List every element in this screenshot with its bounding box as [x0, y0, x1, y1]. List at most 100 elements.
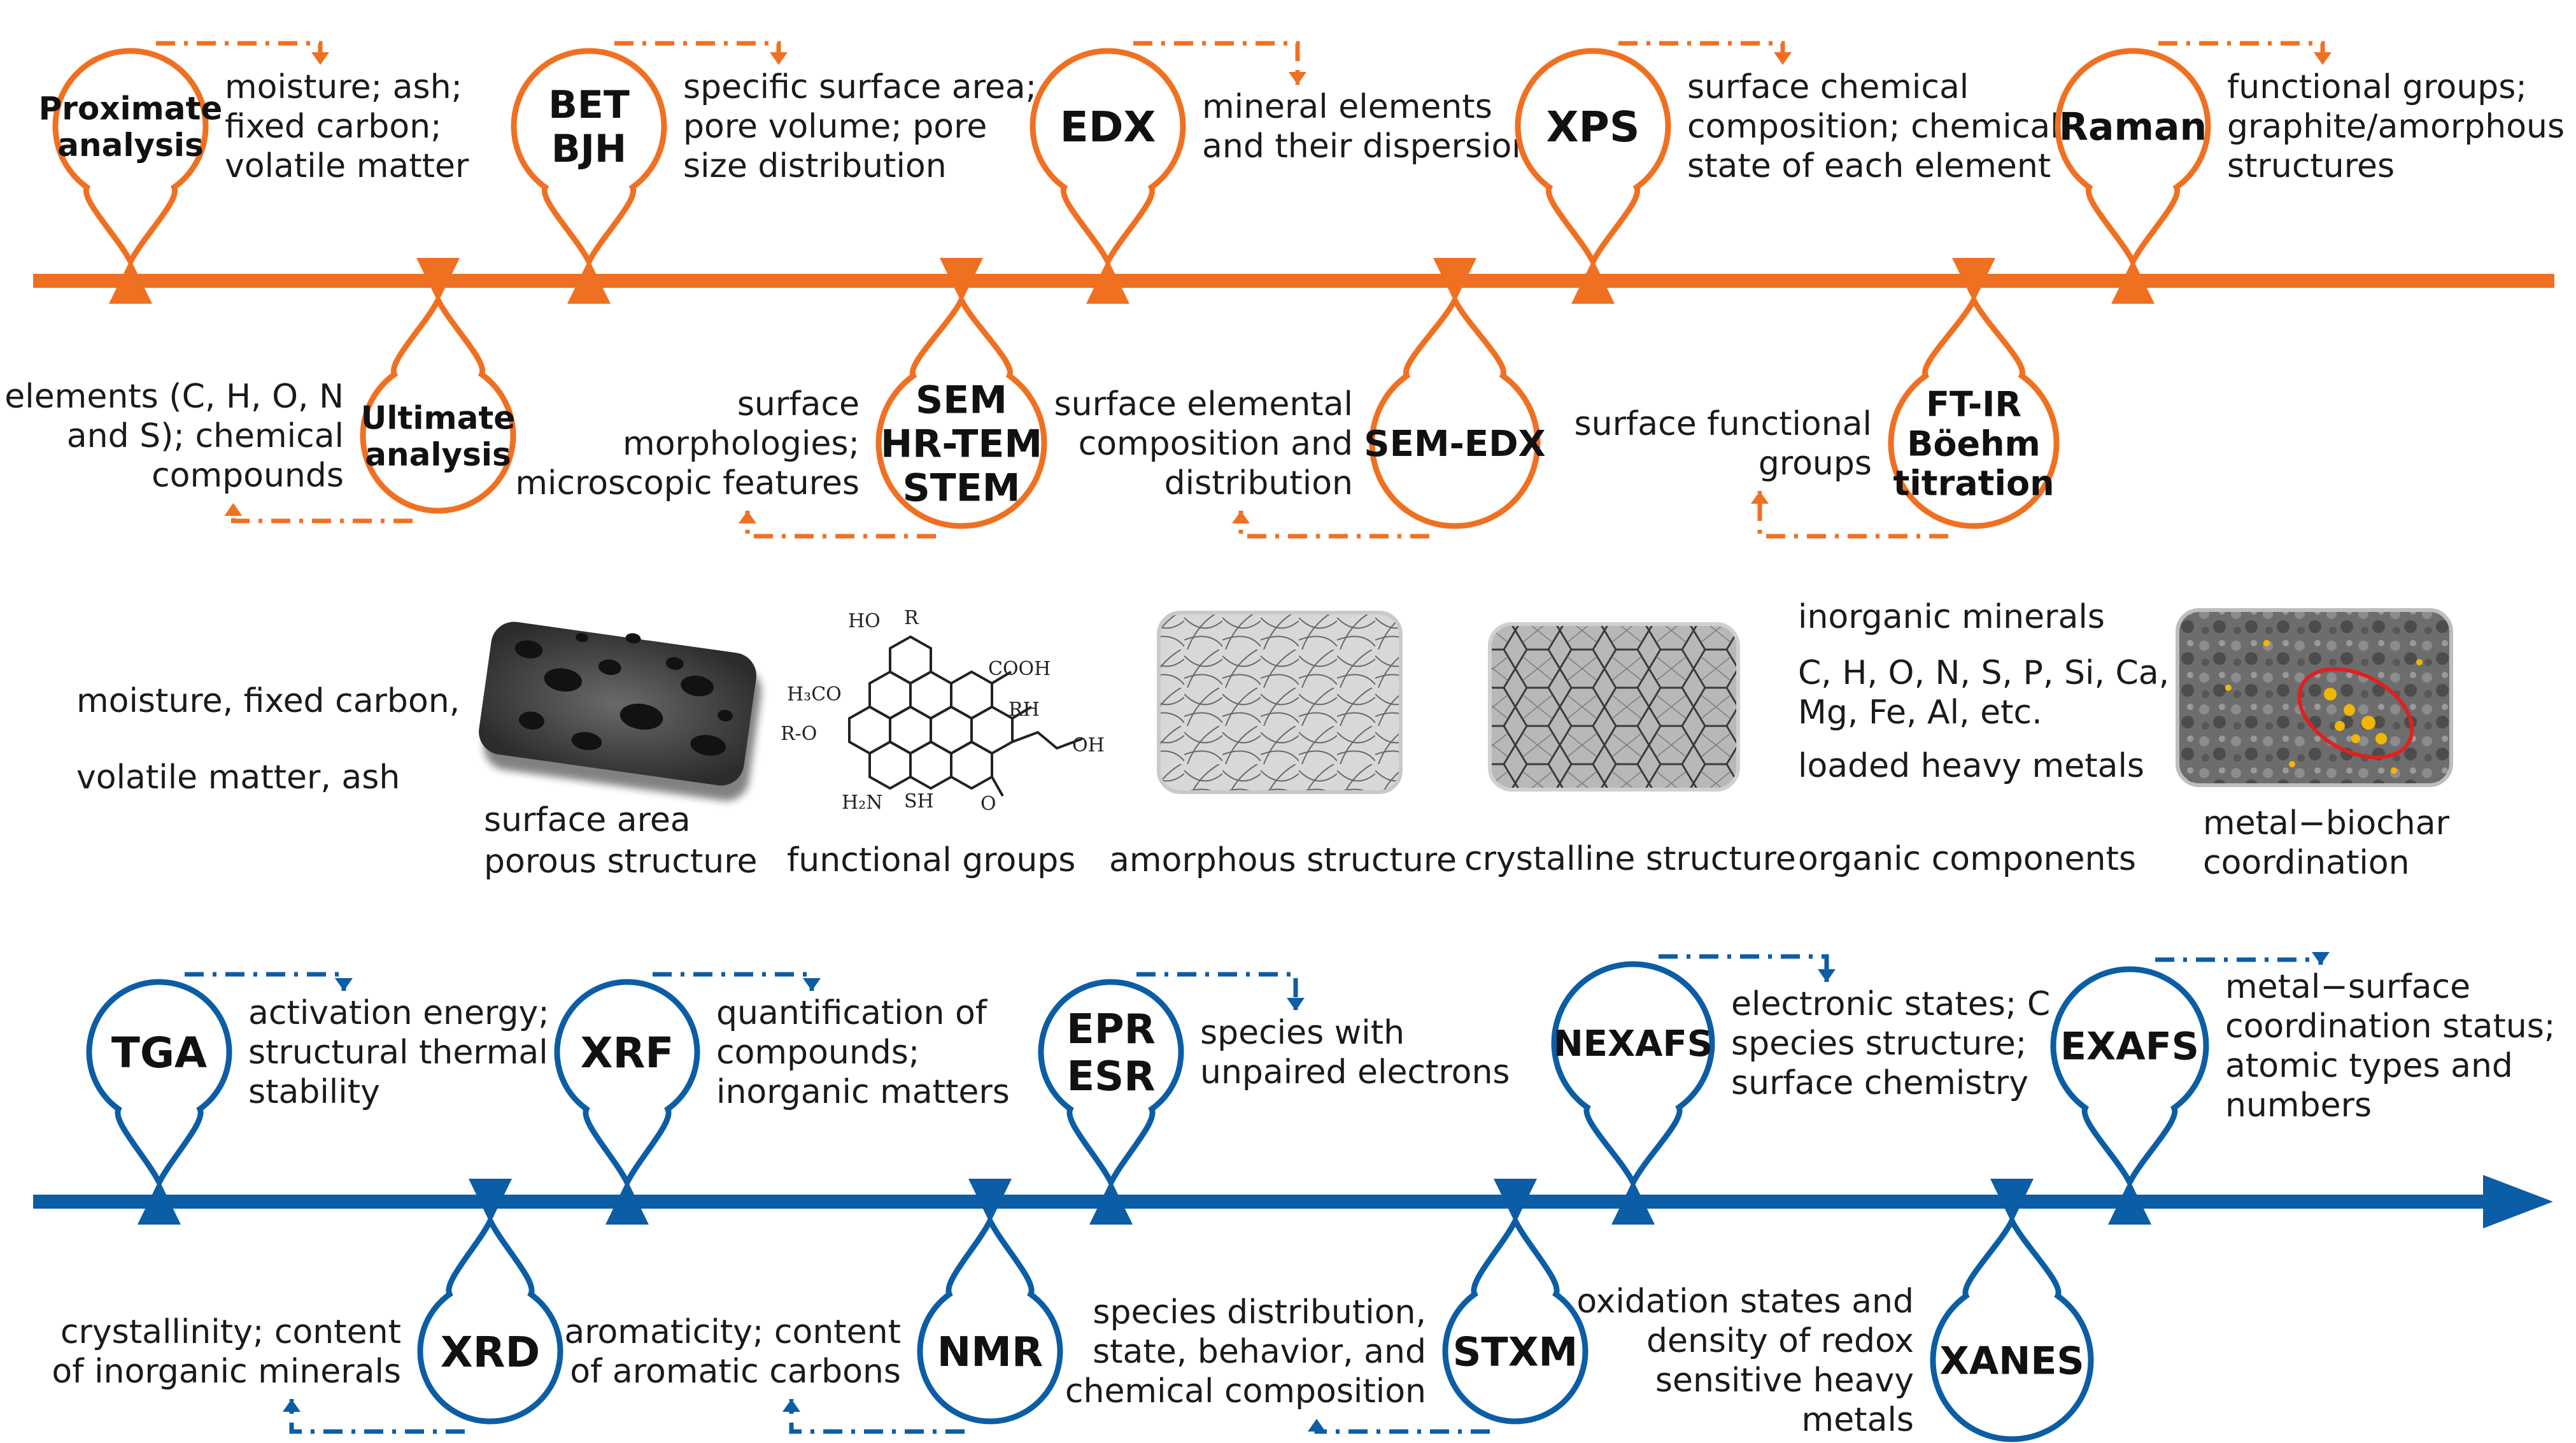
bottom-tga-description: stability — [248, 1073, 380, 1111]
bottom-tga-description: activation energy; — [248, 994, 549, 1032]
bottom-xrf-description: quantification of — [716, 994, 988, 1032]
bottom-exafs-description: metal−surface — [2225, 968, 2470, 1006]
top-raman-marker — [2111, 259, 2155, 304]
top-ultimate-analysis-bubble — [360, 293, 516, 514]
bottom-xrd-label: XRD — [441, 1328, 541, 1377]
top-ft-ir-b-ehm-titration-description: groups — [1759, 444, 1872, 483]
bottom-nexafs-description: species structure; — [1731, 1025, 2027, 1063]
porous-structure-image — [479, 622, 761, 801]
bottom-nmr-bubble — [917, 1214, 1063, 1425]
bottom-xrf-label: XRF — [581, 1028, 674, 1077]
bottom-timeline — [33, 1175, 2553, 1228]
bottom-xrf-description: compounds; — [716, 1034, 919, 1072]
top-xps-description: surface chemical — [1687, 68, 1969, 106]
molecule-label-cooh: COOH — [988, 658, 1051, 680]
top-timeline — [33, 274, 2554, 288]
top-xps-connector — [1618, 41, 1785, 65]
top-sem-hr-tem-stem-bubble — [875, 293, 1047, 529]
top-ultimate-analysis-description: elements (C, H, O, N — [4, 378, 344, 416]
top-sem-edx-arrow — [1232, 511, 1250, 523]
top-ft-ir-b-ehm-titration-label: FT-IR — [1926, 384, 2021, 424]
molecule-label-ro: R-O — [781, 723, 817, 745]
bottom-xrd-bubble — [417, 1214, 563, 1425]
top-sem-hr-tem-stem-pin: SEMHR-TEMSTEMsurfacemorphologies;microsc… — [515, 258, 1047, 539]
top-ft-ir-b-ehm-titration-label: titration — [1893, 464, 2054, 504]
top-raman-description: graphite/amorphous — [2227, 108, 2565, 146]
bottom-tga-label: TGA — [111, 1028, 207, 1077]
top-sem-edx-bubble — [1369, 293, 1541, 529]
molecule-label-o: O — [980, 793, 996, 815]
top-edx-description: mineral elements — [1202, 88, 1492, 126]
bottom-xrf-description: inorganic matters — [716, 1073, 1010, 1111]
bottom-stxm-description: species distribution, — [1093, 1293, 1426, 1332]
bottom-exafs-bubble — [2050, 966, 2209, 1190]
top-bet-bjh-arrow — [770, 52, 788, 65]
bottom-tga-bubble — [86, 979, 232, 1190]
top-ultimate-analysis-label: analysis — [365, 436, 511, 473]
bottom-xrd-description: of inorganic minerals — [52, 1353, 401, 1391]
top-raman-label: Raman — [2059, 105, 2207, 150]
top-ft-ir-b-ehm-titration-marker — [1952, 258, 1995, 302]
top-raman-description: structures — [2227, 147, 2395, 185]
inorganic-line-4: loaded heavy metals — [1798, 747, 2144, 785]
bottom-nexafs-label: NEXAFS — [1553, 1023, 1713, 1065]
top-proximate-analysis-arrow — [311, 52, 329, 65]
bottom-nexafs-connector — [1659, 954, 1829, 982]
bottom-nmr-description: aromaticity; content — [564, 1313, 901, 1351]
top-edx-bubble — [1030, 48, 1186, 269]
bottom-nexafs-bubble — [1551, 961, 1715, 1190]
bottom-nmr-connector — [789, 1399, 965, 1434]
crystalline-label: crystalline structure — [1464, 840, 1796, 878]
molecule-label-sh: SH — [904, 790, 934, 813]
bottom-nexafs-marker — [1611, 1180, 1655, 1225]
top-bet-bjh-description: size distribution — [683, 147, 947, 185]
top-ultimate-analysis-connector — [230, 503, 413, 523]
bottom-epr-esr-connector — [1136, 972, 1298, 1011]
bottom-tga-arrow — [335, 978, 353, 991]
functional-groups-label: functional groups — [787, 841, 1075, 879]
crystalline-structure-image — [1488, 622, 1740, 792]
surface-area-label-2: porous structure — [484, 842, 757, 881]
top-sem-hr-tem-stem-description: surface — [737, 385, 860, 423]
property-line-2: volatile matter, ash — [76, 758, 400, 797]
top-sem-edx-description: surface elemental — [1054, 385, 1353, 423]
top-sem-hr-tem-stem-description: microscopic features — [515, 464, 860, 502]
inorganic-line-1: inorganic minerals — [1798, 598, 2105, 636]
bottom-epr-esr-description: unpaired electrons — [1200, 1053, 1510, 1091]
molecule-label-h3co: H₃CO — [787, 683, 842, 706]
top-ultimate-analysis-marker — [416, 258, 460, 302]
organic-label: organic components — [1798, 840, 2136, 878]
bottom-stxm-arrow — [1308, 1419, 1326, 1432]
top-ultimate-analysis-arrow — [224, 503, 243, 516]
top-sem-hr-tem-stem-arrow — [739, 511, 756, 523]
inorganic-line-3: Mg, Fe, Al, etc. — [1798, 693, 2042, 732]
surface-area-label-1: surface area — [484, 801, 691, 839]
bottom-xanes-description: density of redox — [1646, 1322, 1914, 1360]
top-ultimate-analysis-description: and S); chemical — [67, 417, 344, 455]
molecule-label-oh: OH — [1072, 734, 1105, 757]
bottom-stxm-label: STXM — [1453, 1328, 1578, 1375]
bottom-epr-esr-arrow — [1287, 998, 1305, 1011]
top-edx-arrow — [1289, 72, 1306, 85]
top-bet-bjh-description: specific surface area; — [683, 68, 1037, 106]
top-proximate-analysis-description: fixed carbon; — [225, 108, 442, 146]
top-proximate-analysis-marker — [109, 259, 152, 304]
bottom-exafs-connector — [2155, 957, 2323, 965]
top-proximate-analysis-description: volatile matter — [225, 147, 469, 185]
metal-biochar-label-2: coordination — [2203, 844, 2410, 882]
bottom-stxm-connector — [1314, 1419, 1490, 1434]
bottom-xanes-marker — [1990, 1179, 2034, 1223]
bottom-stxm-marker — [1494, 1179, 1537, 1223]
bottom-xrf-bubble — [554, 979, 700, 1190]
bottom-xrd-marker — [469, 1179, 512, 1223]
top-sem-edx-connector — [1238, 511, 1429, 539]
